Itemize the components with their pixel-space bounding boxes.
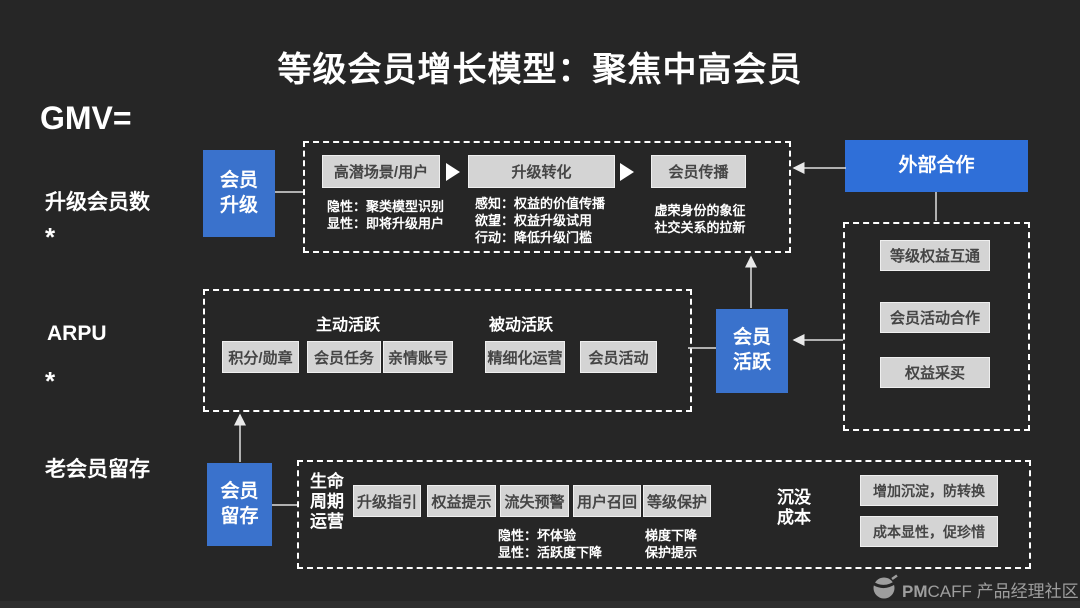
node-external-cooperation: 外部合作 (845, 140, 1028, 192)
activity-item-points-badges: 积分/勋章 (222, 341, 299, 373)
activity-item-refined-ops: 精细化运营 (485, 341, 565, 373)
formula-arpu-label: ARPU (47, 322, 107, 345)
node-member-upgrade: 会员 升级 (203, 150, 275, 237)
retention-item-tier-protection: 等级保护 (643, 485, 711, 517)
tier-protection-notes: 梯度下降 保护提示 (645, 528, 698, 560)
upgrade-step-high-potential-notes: 隐性：聚类模型识别 显性：即将升级用户 (327, 199, 445, 231)
upgrade-step-spread: 会员传播 (651, 155, 746, 188)
passive-engagement-header: 被动活跃 (488, 317, 553, 334)
upgrade-step-conversion-notes: 感知：权益的价值传播 欲望：权益升级试用 行动：降低升级门槛 (475, 196, 606, 245)
sunk-cost-label: 沉没 成本 (777, 488, 811, 528)
footer-brand-pm: PM (902, 582, 928, 601)
activity-item-member-tasks: 会员任务 (307, 341, 381, 373)
activity-item-member-events: 会员活动 (580, 341, 657, 373)
node-member-activity: 会员 活跃 (716, 309, 788, 393)
upgrade-step-spread-notes: 虚荣身份的象征 社交关系的拉新 (654, 203, 746, 235)
lifecycle-operations-label: 生命 周期 运营 (310, 472, 344, 532)
retention-group (297, 460, 1031, 569)
coffee-cup-icon (872, 574, 898, 600)
upgrade-step-conversion: 升级转化 (468, 155, 615, 188)
external-cooperation-group (843, 222, 1030, 431)
churn-warning-notes: 隐性：坏体验 显性：活跃度下降 (498, 528, 603, 560)
sunk-item-increase-deposit: 增加沉淀，防转换 (860, 475, 998, 506)
formula-upgrade-count-label: 升级会员数 (45, 191, 150, 214)
external-item-activity-coop: 会员活动合作 (880, 302, 990, 333)
external-item-tier-rights: 等级权益互通 (880, 240, 990, 271)
footer-brand-suffix: 产品经理社区 (971, 582, 1079, 601)
formula-gmv-label: GMV= (40, 100, 132, 136)
active-engagement-header: 主动活跃 (315, 317, 380, 334)
slide-title: 等级会员增长模型：聚焦中高会员 (277, 51, 803, 89)
formula-multiply-sign-1: * (45, 222, 56, 252)
formula-retention-label: 老会员留存 (45, 458, 150, 481)
node-member-retention: 会员 留存 (207, 463, 272, 546)
upgrade-step-high-potential: 高潜场景/用户 (322, 155, 440, 188)
retention-item-churn-warning: 流失预警 (500, 485, 569, 517)
activity-group (203, 289, 692, 412)
external-item-rights-purchase: 权益采买 (880, 357, 990, 388)
retention-item-user-recall: 用户召回 (573, 485, 641, 517)
bottom-bar (0, 601, 1080, 608)
footer-brand-caff: CAFF (927, 582, 972, 601)
formula-multiply-sign-2: * (45, 366, 56, 396)
activity-item-family-account: 亲情账号 (383, 341, 453, 373)
retention-item-upgrade-guide: 升级指引 (353, 485, 421, 517)
upgrade-pipeline-group (303, 141, 791, 253)
retention-item-rights-reminder: 权益提示 (427, 485, 496, 517)
footer-brand: PMCAFF 产品经理社区 (902, 577, 1079, 602)
sunk-item-cost-visibility: 成本显性，促珍惜 (860, 516, 998, 547)
